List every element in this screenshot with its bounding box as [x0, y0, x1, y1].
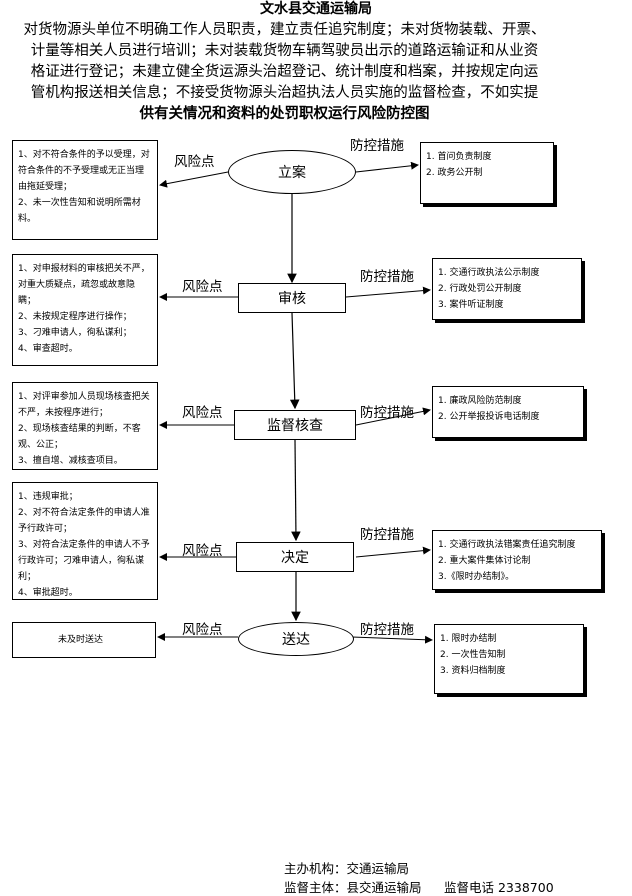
risk-item: 2、对不符合法定条件的申请人准予行政许可；: [18, 508, 150, 534]
control-label: 防控措施: [360, 527, 414, 543]
control-item: 2. 一次性告知制: [440, 650, 506, 660]
control-box-delivery: 1. 限时办结制 2. 一次性告知制 3. 资料归档制度: [434, 624, 584, 694]
control-label: 防控措施: [360, 405, 414, 421]
risk-item: 1、对评审参加人员现场核查把关不严，未按程序进行；: [18, 392, 150, 418]
risk-label: 风险点: [182, 405, 223, 421]
risk-box-review: 1、对申报材料的审核把关不严，对重大质疑点，疏忽或故意隐瞒； 2、未按规定程序进…: [12, 254, 158, 366]
control-item: 2. 公开举报投诉电话制度: [438, 412, 540, 422]
risk-item: 2、未一次性告知和说明所需材料。: [18, 198, 141, 224]
control-item: 3.《限时办结制》。: [438, 572, 515, 582]
footer-phone: 监督电话 2338700: [444, 880, 554, 895]
risk-box-inspection: 1、对评审参加人员现场核查把关不严，未按程序进行； 2、现场核查结果的判断，不客…: [12, 382, 158, 470]
subtitle-line: 计量等相关人员进行培训；未对装载货物车辆驾驶员出示的道路运输证和从业资: [30, 43, 539, 59]
risk-item: 1、违规审批；: [18, 492, 78, 502]
control-item: 1. 限时办结制: [440, 634, 497, 644]
subtitle-line: 供有关情况和资料的处罚职权运行风险防控图: [139, 106, 430, 122]
risk-box-delivery: 未及时送达: [12, 622, 156, 658]
footer-org: 主办机构：交通运输局: [284, 861, 410, 876]
subtitle-line: 管机构报送相关信息；不接受货物源头治超执法人员实施的监督检查，不如实提: [30, 85, 539, 101]
risk-label: 风险点: [182, 622, 223, 638]
step-node-review: 审核: [238, 283, 346, 313]
step-node-inspection: 监督核查: [234, 410, 356, 440]
risk-item: 4、审查超时。: [18, 344, 78, 354]
risk-item: 未及时送达: [58, 635, 104, 645]
risk-item: 1、对不符合条件的予以受理，对符合条件的不予受理或无正当理由拖延受理；: [18, 150, 150, 192]
control-arrow: [345, 286, 431, 298]
control-item: 1. 廉政风险防范制度: [438, 396, 522, 406]
control-label: 防控措施: [360, 269, 414, 285]
control-item: 1. 交通行政执法错案责任追究制度: [438, 540, 576, 550]
risk-item: 2、现场核查结果的判断，不客观、公正；: [18, 424, 141, 450]
control-label: 防控措施: [360, 622, 414, 638]
control-item: 1. 交通行政执法公示制度: [438, 268, 540, 278]
control-arrow: [355, 546, 431, 558]
control-arrow: [355, 407, 431, 426]
control-item: 2. 重大案件集体讨论制: [438, 556, 531, 566]
risk-item: 3、刁难申请人，徇私谋利；: [18, 328, 132, 338]
diagram-subtitle: 对货物源头单位不明确工作人员职责，建立责任追究制度；未对货物装载、开票、 计量等…: [12, 20, 557, 125]
control-item: 2. 行政处罚公开制度: [438, 284, 522, 294]
risk-box-decision: 1、违规审批； 2、对不符合法定条件的申请人准予行政许可； 3、对符合法定条件的…: [12, 482, 158, 600]
control-item: 3. 资料归档制度: [440, 666, 506, 676]
footer-supervisor: 监督主体：县交通运输局: [284, 880, 422, 895]
control-item: 2. 政务公开制: [426, 168, 483, 178]
step-node-delivery: 送达: [238, 622, 354, 656]
control-box-review: 1. 交通行政执法公示制度 2. 行政处罚公开制度 3. 案件听证制度: [432, 258, 582, 320]
risk-item: 1、对申报材料的审核把关不严，对重大质疑点，疏忽或故意隐瞒；: [18, 264, 150, 306]
control-box-inspection: 1. 廉政风险防范制度 2. 公开举报投诉电话制度: [432, 386, 584, 438]
control-arrow: [355, 161, 419, 173]
step-node-decision: 决定: [236, 542, 354, 572]
risk-item: 3、擅自增、减核查项目。: [18, 456, 123, 466]
control-arrow: [351, 635, 433, 644]
risk-label: 风险点: [182, 543, 223, 559]
step-node-filing: 立案: [228, 150, 356, 194]
control-label: 防控措施: [350, 138, 404, 154]
risk-item: 4、审批超时。: [18, 588, 78, 598]
risk-item: 3、对符合法定条件的申请人不予行政许可；刁难申请人，徇私谋利；: [18, 540, 150, 582]
control-box-filing: 1. 首问负责制度 2. 政务公开制: [420, 142, 554, 204]
flow-arrow: [289, 312, 300, 410]
risk-label: 风险点: [174, 154, 215, 170]
risk-item: 2、未按规定程序进行操作；: [18, 312, 132, 322]
flow-arrow: [291, 439, 301, 542]
page-title: 文水县交通运输局: [260, 1, 372, 17]
control-item: 3. 案件听证制度: [438, 300, 504, 310]
risk-arrow: [159, 171, 229, 188]
risk-box-filing: 1、对不符合条件的予以受理，对符合条件的不予受理或无正当理由拖延受理； 2、未一…: [12, 140, 158, 240]
control-box-decision: 1. 交通行政执法错案责任追究制度 2. 重大案件集体讨论制 3.《限时办结制》…: [432, 530, 602, 590]
subtitle-line: 格证进行登记；未建立健全货运源头治超登记、统计制度和档案，并按规定向运: [30, 64, 539, 80]
risk-label: 风险点: [182, 279, 223, 295]
subtitle-line: 对货物源头单位不明确工作人员职责，建立责任追究制度；未对货物装载、开票、: [23, 22, 546, 38]
control-item: 1. 首问负责制度: [426, 152, 492, 162]
